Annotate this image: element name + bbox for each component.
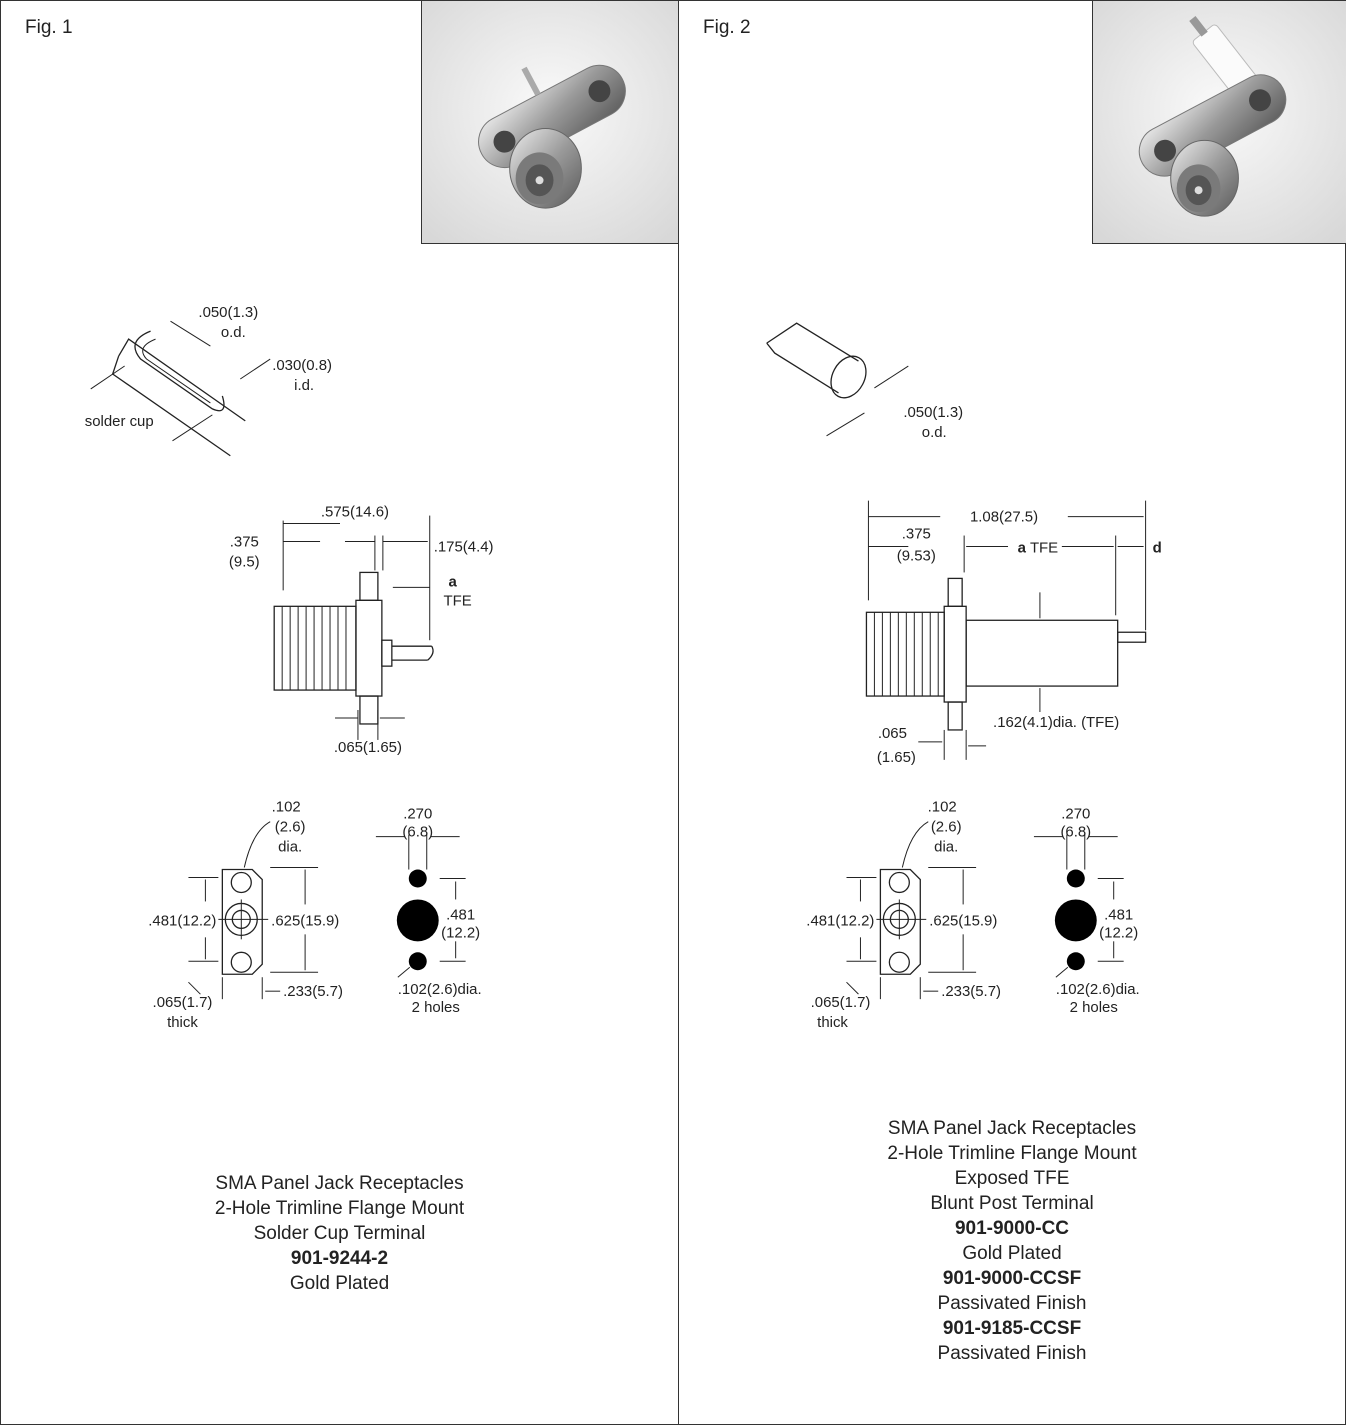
- figure-2-drawings: .050(1.3) o.d.: [766, 322, 1162, 1031]
- part-number: 901-9244-2: [290, 1248, 389, 1269]
- part-number: 901-9185-CCSF: [942, 1318, 1082, 1339]
- flange-top-label-a: .102: [272, 799, 301, 816]
- solder-cup-drawing: .050(1.3) o.d. .030(0.8) i.d. solder cup: [85, 304, 332, 457]
- cutout-spacing-label-b: (6.8): [402, 824, 433, 841]
- cutout-note-label-b: 2 holes: [1070, 999, 1118, 1016]
- flange-top-label-b: (2.6): [931, 819, 962, 836]
- flange-thick-label-b: thick: [817, 1014, 848, 1031]
- cutout-spacing-label-b: (6.8): [1060, 824, 1091, 841]
- cutout-note-label-b: 2 holes: [412, 999, 460, 1016]
- figure-1-caption: SMA Panel Jack Receptacles 2-Hole Trimli…: [1, 1171, 678, 1296]
- figure-2-caption: SMA Panel Jack Receptacles 2-Hole Trimli…: [679, 1116, 1345, 1366]
- finish: Gold Plated: [289, 1273, 390, 1294]
- side-flange-label: .065(1.65): [334, 739, 402, 756]
- flange-top-label-a: .102: [928, 799, 957, 816]
- side-a-label: a: [449, 573, 458, 590]
- caption-line: 2-Hole Trimline Flange Mount: [214, 1198, 465, 1219]
- side-view-drawing: .575(14.6) .375 (9.5) .175(4.4) a TFE .0…: [229, 504, 494, 756]
- figure-2-label: Fig. 2: [703, 17, 751, 38]
- caption-line: Blunt Post Terminal: [930, 1193, 1094, 1214]
- caption-line: SMA Panel Jack Receptacles: [887, 1118, 1137, 1139]
- finish: Gold Plated: [962, 1243, 1062, 1264]
- figure-1-photo: [421, 1, 679, 244]
- side-left-label-b: (9.53): [897, 547, 936, 564]
- solder-cup-id-unit: i.d.: [294, 377, 314, 394]
- part-number: 901-9000-CC: [954, 1218, 1070, 1239]
- cutout-center-label-a: .481: [446, 906, 475, 923]
- figure-2-photo: [1092, 1, 1346, 244]
- caption-line: SMA Panel Jack Receptacles: [215, 1173, 464, 1194]
- side-left-label-a: .375: [902, 526, 931, 543]
- flange-height-label: .481(12.2): [806, 912, 874, 929]
- figure-1-panel: Fig. 1: [0, 0, 679, 1425]
- part-number: 901-9000-CCSF: [942, 1268, 1082, 1289]
- side-view-drawing: 1.08(27.5) .375 (9.53) a TFE d .162(4.1)…: [865, 500, 1162, 766]
- caption-line: Solder Cup Terminal: [253, 1223, 426, 1244]
- flange-thick-label-a: .065(1.7): [153, 994, 213, 1011]
- side-a-label: a: [1018, 539, 1027, 556]
- flange-width-label: .233(5.7): [941, 983, 1001, 1000]
- panel-cutout-drawing: .270 (6.8) .481 (12.2) .102(2.6)dia. 2 h…: [375, 806, 482, 1016]
- side-flange-label-b: (1.65): [877, 749, 916, 766]
- cutout-center-label-b: (12.2): [1099, 924, 1138, 941]
- side-flange-label-a: .065: [878, 725, 907, 742]
- solder-cup-id-value: .030(0.8): [272, 357, 332, 374]
- figure-2-panel: Fig. 2: [678, 0, 1346, 1425]
- side-total-label: 1.08(27.5): [970, 509, 1038, 526]
- flange-top-label-c: dia.: [278, 839, 302, 856]
- connector-photo-icon: [1093, 1, 1346, 243]
- side-tfe-label: TFE: [444, 592, 472, 609]
- flange-width-label: .233(5.7): [283, 983, 343, 1000]
- solder-cup-label: solder cup: [85, 413, 154, 430]
- flange-top-label-c: dia.: [934, 839, 958, 856]
- blunt-post-drawing: .050(1.3) o.d.: [766, 322, 963, 441]
- flange-thick-label-a: .065(1.7): [811, 994, 871, 1011]
- side-d-label: d: [1153, 539, 1162, 556]
- flange-total-label: .625(15.9): [271, 912, 339, 929]
- flange-thick-label-b: thick: [167, 1014, 198, 1031]
- caption-line: 2-Hole Trimline Flange Mount: [887, 1143, 1137, 1164]
- flange-total-label: .625(15.9): [929, 912, 997, 929]
- finish: Passivated Finish: [937, 1293, 1087, 1314]
- side-left-label-b: (9.5): [229, 553, 260, 570]
- side-dia-label: .162(4.1)dia. (TFE): [993, 714, 1119, 731]
- caption-line: Exposed TFE: [954, 1168, 1070, 1189]
- side-length-label: .575(14.6): [321, 504, 389, 521]
- cutout-spacing-label-a: .270: [403, 806, 432, 823]
- flange-front-drawing: .102 (2.6) dia. .481(12.2) .625(15.9) .0…: [148, 799, 343, 1031]
- figure-1-label: Fig. 1: [25, 17, 73, 38]
- connector-photo-icon: [422, 1, 679, 243]
- panel-cutout-drawing: .270 (6.8) .481 (12.2) .102(2.6)dia. 2 h…: [1033, 806, 1140, 1016]
- side-left-label-a: .375: [230, 533, 259, 550]
- solder-cup-od-value: .050(1.3): [198, 304, 258, 321]
- side-right-label: .175(4.4): [434, 538, 494, 555]
- solder-cup-od-unit: o.d.: [221, 324, 246, 341]
- post-od-value: .050(1.3): [903, 404, 963, 421]
- flange-front-drawing: .102 (2.6) dia. .481(12.2) .625(15.9) .0…: [806, 799, 1001, 1031]
- flange-height-label: .481(12.2): [148, 912, 216, 929]
- flange-top-label-b: (2.6): [275, 819, 306, 836]
- figure-1-drawings: .050(1.3) o.d. .030(0.8) i.d. solder cup: [85, 304, 494, 1031]
- cutout-center-label-b: (12.2): [441, 924, 480, 941]
- cutout-note-label-a: .102(2.6)dia.: [398, 981, 482, 998]
- cutout-center-label-a: .481: [1104, 906, 1133, 923]
- post-od-unit: o.d.: [922, 424, 947, 441]
- side-tfe-label: TFE: [1030, 539, 1058, 556]
- cutout-spacing-label-a: .270: [1061, 806, 1090, 823]
- cutout-note-label-a: .102(2.6)dia.: [1056, 981, 1140, 998]
- finish: Passivated Finish: [937, 1343, 1087, 1364]
